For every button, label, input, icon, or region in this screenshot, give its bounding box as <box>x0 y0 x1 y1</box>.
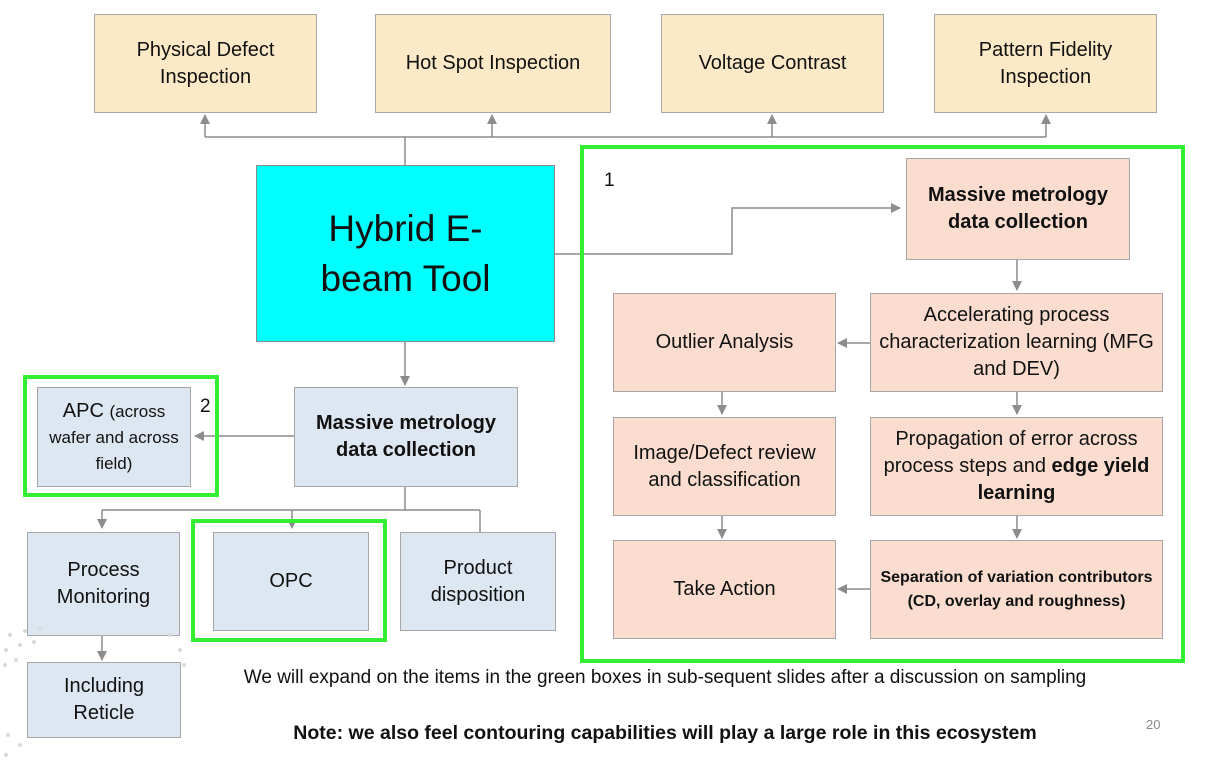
including-reticle-box: Including Reticle <box>27 662 181 738</box>
process-monitoring-box: Process Monitoring <box>27 532 180 636</box>
caption-text: We will expand on the items in the green… <box>243 667 1087 688</box>
accelerating-process-box: Accelerating process characterization le… <box>870 293 1163 392</box>
apc-label: APC <box>62 400 104 422</box>
apc-box: APC (across wafer and across field) <box>37 387 191 487</box>
page-number: 20 <box>1146 717 1161 732</box>
green-frame-2 <box>23 375 219 497</box>
green-frame-1 <box>580 145 1185 663</box>
opc-box: OPC <box>213 532 369 631</box>
green-frame-3 <box>191 519 387 642</box>
image-defect-review-box: Image/Defect review and classification <box>613 417 836 516</box>
product-disposition-box: Product disposition <box>400 532 556 631</box>
left-massive-metrology-box: Massive metrology data collection <box>294 387 518 487</box>
frame-number-1: 1 <box>604 170 615 191</box>
propagation-label: Propagation of error across process step… <box>883 428 1138 477</box>
outlier-analysis-box: Outlier Analysis <box>613 293 836 392</box>
frame-number-2: 2 <box>200 396 211 417</box>
propagation-text: Propagation of error across process step… <box>877 426 1156 507</box>
apc-detail: (across wafer and across field) <box>49 402 179 473</box>
propagation-emphasis: edge yield learning <box>977 455 1150 504</box>
voltage-contrast-box: Voltage Contrast <box>661 14 884 113</box>
separation-of-variation-box: Separation of variation contributors (CD… <box>870 540 1163 639</box>
take-action-box: Take Action <box>613 540 836 639</box>
right-massive-metrology-box: Massive metrology data collection <box>906 158 1130 260</box>
propagation-of-error-box: Propagation of error across process step… <box>870 417 1163 516</box>
pattern-fidelity-inspection-box: Pattern Fidelity Inspection <box>934 14 1157 113</box>
note-text: Note: we also feel contouring capabiliti… <box>293 722 1037 744</box>
apc-text: APC (across wafer and across field) <box>44 398 184 476</box>
decorative-dots-graphic <box>3 627 186 757</box>
physical-defect-inspection-box: Physical Defect Inspection <box>94 14 317 113</box>
arrow-tool-to-right-massive <box>555 203 901 255</box>
hybrid-ebeam-tool-box: Hybrid E-beam Tool <box>256 165 555 342</box>
hot-spot-inspection-box: Hot Spot Inspection <box>375 14 611 113</box>
